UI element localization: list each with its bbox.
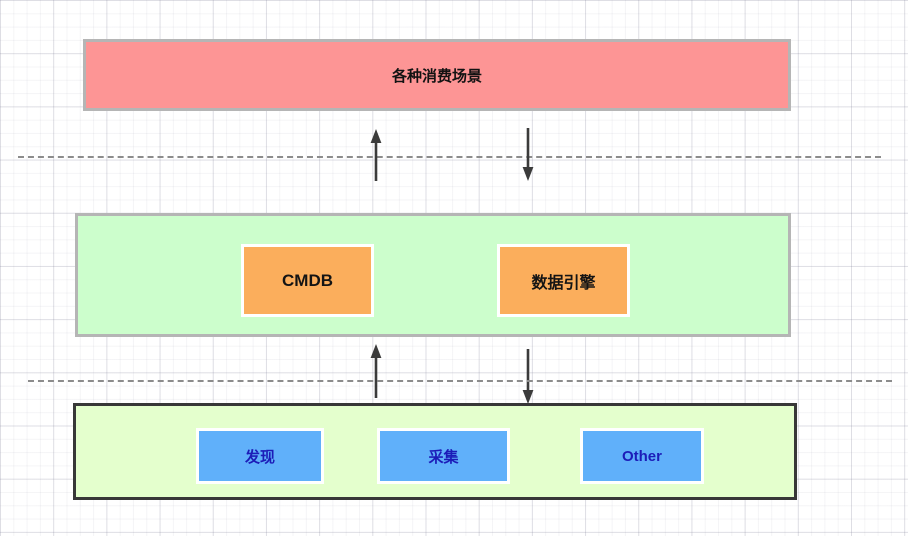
discovery-label: 发现 bbox=[244, 448, 275, 466]
middle-layer-box[interactable]: CMDB 数据引擎 bbox=[75, 213, 791, 337]
consumption-scenarios-box[interactable]: 各种消费场景 bbox=[83, 39, 791, 111]
collection-label: 采集 bbox=[428, 448, 459, 466]
dashed-separator-bottom[interactable] bbox=[28, 380, 892, 382]
cmdb-label: CMDB bbox=[282, 270, 333, 290]
collection-box[interactable]: 采集 bbox=[377, 428, 510, 484]
other-box[interactable]: Other bbox=[580, 428, 704, 484]
cmdb-box[interactable]: CMDB bbox=[241, 244, 374, 317]
data-engine-label: 数据引擎 bbox=[531, 274, 596, 292]
arrow-up-icon[interactable] bbox=[368, 129, 384, 181]
arrow-down-icon[interactable] bbox=[520, 128, 536, 181]
other-label: Other bbox=[621, 447, 662, 465]
arrow-down-icon[interactable] bbox=[520, 349, 536, 404]
discovery-box[interactable]: 发现 bbox=[196, 428, 324, 484]
consumption-scenarios-label: 各种消费场景 bbox=[391, 67, 482, 85]
bottom-layer-box[interactable]: 发现 采集 Other bbox=[73, 403, 797, 500]
dashed-separator-top[interactable] bbox=[18, 156, 881, 158]
arrow-up-icon[interactable] bbox=[368, 344, 384, 398]
data-engine-box[interactable]: 数据引擎 bbox=[497, 244, 630, 317]
